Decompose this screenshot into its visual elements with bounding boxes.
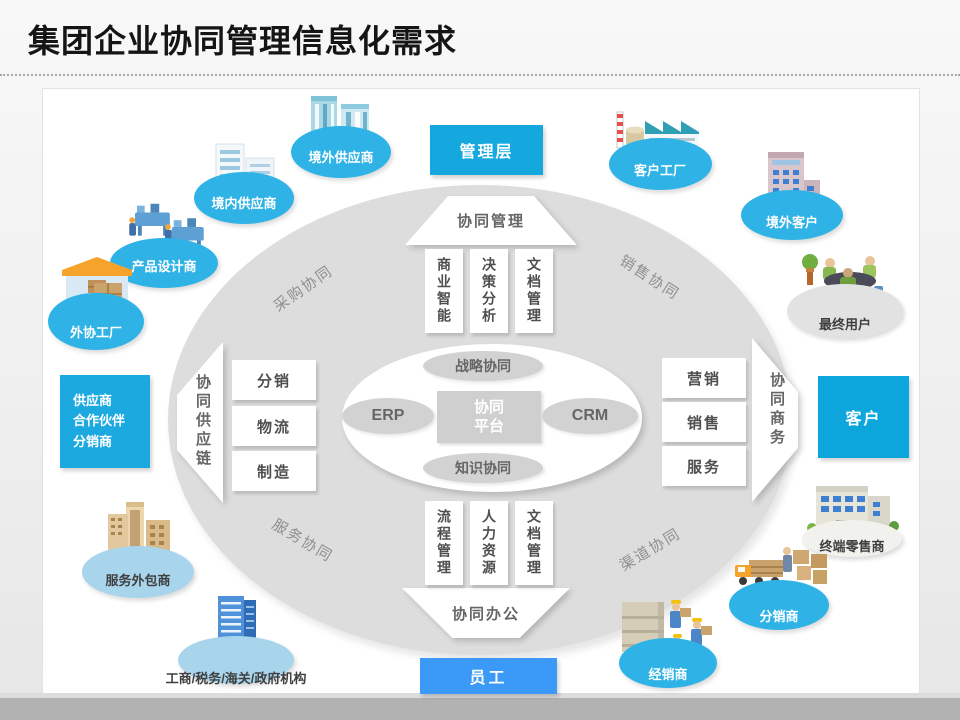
entity-label: 境内供应商 <box>211 196 277 211</box>
arrow-right-label: 协同商务 <box>768 372 785 448</box>
strategy-pill: 战略协同 <box>423 351 543 381</box>
module-box-doc-bottom: 文档管理 <box>515 501 553 585</box>
module-box-doc-top: 文档管理 <box>515 249 553 333</box>
module-box-manufacturing: 制造 <box>232 451 316 491</box>
arrow-right-shape <box>752 338 798 502</box>
knowledge-pill: 知识协同 <box>423 453 543 483</box>
entity-outsourced-factory: 外协工厂 <box>46 246 146 350</box>
entity-overseas-customer: 境外客户 <box>740 150 844 242</box>
module-box-logistics: 物流 <box>232 406 316 446</box>
entity-label: 产品设计商 <box>131 259 197 274</box>
erp-pill: ERP <box>342 398 434 434</box>
entity-ellipse <box>178 636 294 684</box>
arrow-bottom-shape <box>402 588 570 638</box>
arrow-bottom-label: 协同办公 <box>451 605 520 623</box>
entity-ellipse <box>48 293 144 350</box>
footer-bar-light <box>0 693 960 698</box>
entity-ellipse <box>741 190 843 240</box>
entity-label: 客户工厂 <box>633 163 686 178</box>
tan-buildings-icon <box>108 502 170 556</box>
module-box-sales: 销售 <box>662 402 746 442</box>
entity-distributor: 分销商 <box>727 542 831 632</box>
entity-product-designer: 产品设计商 <box>110 194 218 288</box>
arrow-left-label: 协同供应链 <box>194 374 211 469</box>
entity-label: 分销商 <box>759 609 799 624</box>
entity-ellipse <box>729 580 829 630</box>
employee-box: 员工 <box>420 658 557 694</box>
entity-ellipse <box>291 126 391 178</box>
entity-label: 外协工厂 <box>69 325 122 340</box>
entity-customer-factory: 客户工厂 <box>607 104 713 190</box>
module-box-distribution: 分销 <box>232 360 316 400</box>
module-box-process: 流程管理 <box>425 501 463 585</box>
arrow-top-shape <box>405 196 577 245</box>
entity-retailer: 终端零售商 <box>800 478 904 558</box>
entity-government-agencies: 工商/税务/海关/政府机构 <box>166 592 306 688</box>
truck-boxes-icon <box>735 547 827 585</box>
module-box-hr: 人力资源 <box>470 501 508 585</box>
page-title: 集团企业协同管理信息化需求 <box>28 23 458 59</box>
entity-label: 境外客户 <box>765 215 818 230</box>
entity-overseas-supplier: 境外供应商 <box>291 92 391 178</box>
title-divider <box>0 74 960 76</box>
entity-ellipse <box>194 172 294 224</box>
entity-ellipse <box>787 284 903 338</box>
entity-ellipse <box>619 638 717 688</box>
footer-bar-dark <box>0 698 960 720</box>
entity-ellipse <box>802 520 902 557</box>
customer-box: 客户 <box>818 376 909 458</box>
supplier-partner-box: 供应商 合作伙伴 分销商 <box>60 375 150 468</box>
entity-domestic-supplier: 境内供应商 <box>194 138 294 224</box>
entity-label: 境外供应商 <box>308 150 374 165</box>
module-box-service: 服务 <box>662 446 746 486</box>
module-box-decision: 决策分析 <box>470 249 508 333</box>
module-box-bi: 商业智能 <box>425 249 463 333</box>
entity-label: 工商/税务/海关/政府机构 <box>165 671 307 686</box>
arrow-top-label: 协同管理 <box>456 213 525 230</box>
entity-ellipse <box>609 138 712 190</box>
management-box: 管理层 <box>430 125 543 175</box>
entity-label: 最终用户 <box>818 317 871 332</box>
entity-dealer: 经销商 <box>616 594 720 690</box>
entity-label: 终端零售商 <box>819 539 885 554</box>
arrow-left-shape <box>177 342 223 503</box>
entity-end-user: 最终用户 <box>786 248 904 340</box>
entity-ellipse <box>82 546 194 598</box>
platform-box: 协同 平台 <box>437 391 541 443</box>
module-box-marketing: 营销 <box>662 358 746 398</box>
crm-pill: CRM <box>542 398 638 434</box>
entity-label: 经销商 <box>648 667 688 682</box>
entity-service-outsourcer: 服务外包商 <box>82 496 194 598</box>
retail-building-icon <box>807 486 899 533</box>
entity-label: 服务外包商 <box>105 573 171 588</box>
machines-icon <box>129 203 204 251</box>
